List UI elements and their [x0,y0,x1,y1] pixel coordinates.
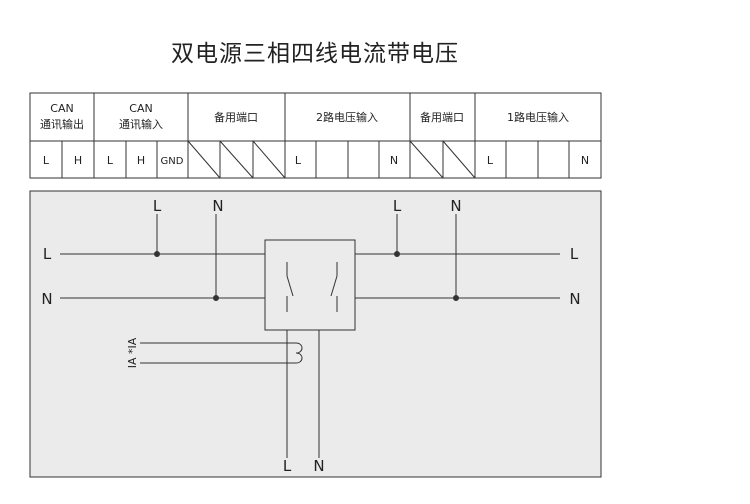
header-voltage-input-2: 2路电压输入 [316,110,378,124]
header-can-in-line2: 通讯输入 [119,117,163,131]
page-title: 双电源三相四线电流带电压 [171,41,459,67]
label-tap-left-l: L [153,197,162,215]
label-ct-ia: IA *IA [126,337,139,368]
spare-port-1-hatch [187,140,286,179]
wires [60,214,560,458]
terminal-table [29,92,602,179]
header-can-in-line1: CAN [129,102,152,115]
label-right-l: L [570,245,579,263]
label-left-n: N [41,290,52,308]
current-transformer [140,342,303,364]
pin-v1-l: L [487,154,494,167]
pin-can-out-h: H [74,154,82,167]
pin-can-in-h: H [137,154,145,167]
header-spare-port-2: 备用端口 [420,110,464,124]
diagram-panel [29,190,602,478]
spare-port-2-hatch [409,140,476,179]
header-spare-port-1: 备用端口 [214,110,258,124]
label-tap-right-l: L [393,197,402,215]
label-tap-left-n: N [212,197,223,215]
header-voltage-input-1: 1路电压输入 [507,110,569,124]
junctions [154,251,459,301]
pin-can-in-gnd: GND [161,156,184,167]
pin-v2-l: L [295,154,302,167]
header-can-out-line1: CAN [50,102,73,115]
label-load-l: L [283,457,292,475]
pin-can-in-l: L [107,154,114,167]
pin-v2-n: N [390,154,398,167]
label-load-n: N [313,457,324,475]
label-tap-right-n: N [450,197,461,215]
transfer-switch [264,239,356,331]
pin-can-out-l: L [43,154,50,167]
label-left-l: L [43,245,52,263]
pin-v1-n: N [581,154,589,167]
header-can-out-line2: 通讯输出 [40,117,84,131]
label-right-n: N [569,290,580,308]
